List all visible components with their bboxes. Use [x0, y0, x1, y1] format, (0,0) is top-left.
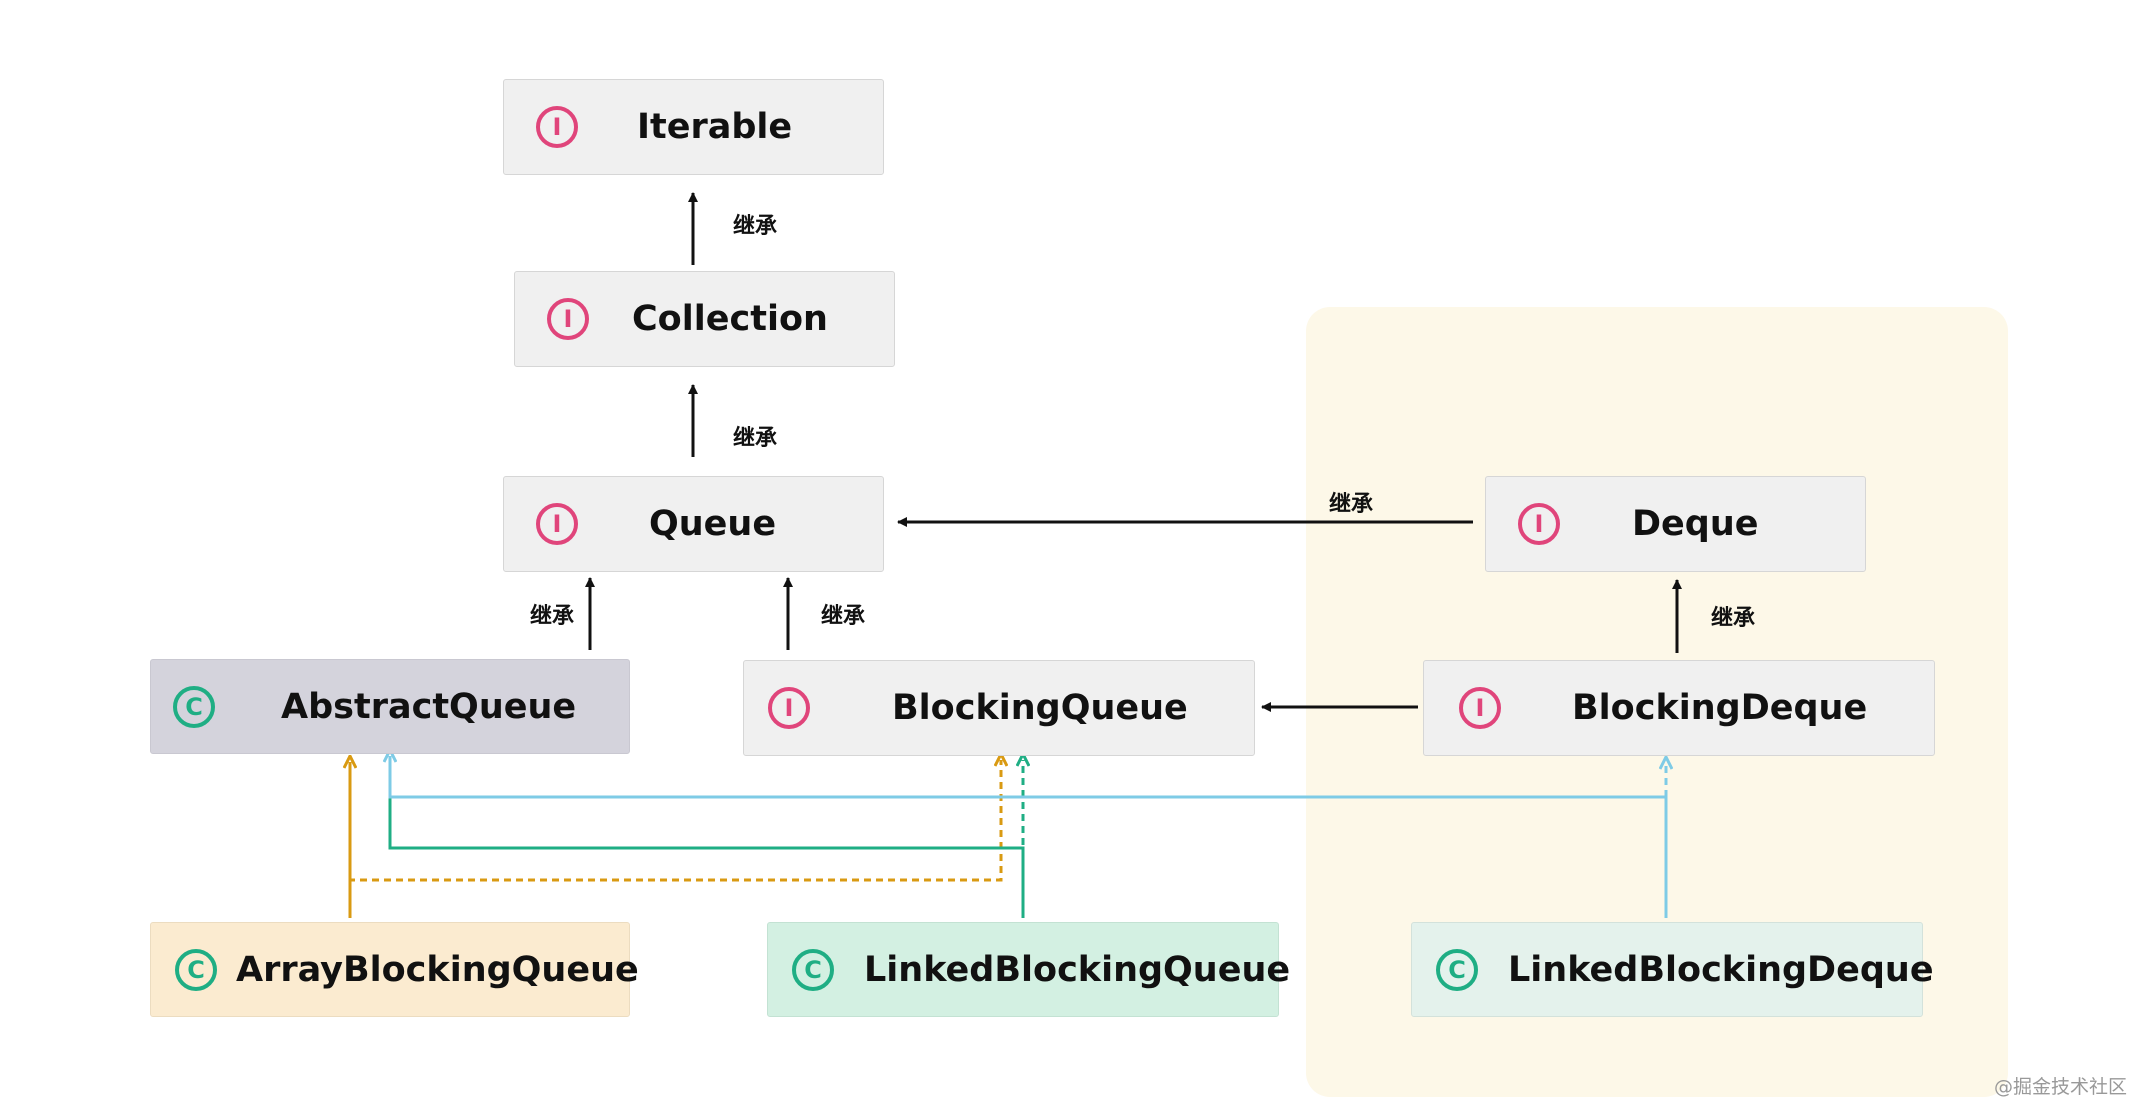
node-label-blockingqueue: BlockingQueue [892, 688, 1188, 728]
edge-label-queue-collection: 继承 [733, 426, 778, 451]
edge-label-abstractqueue-queue: 继承 [530, 604, 575, 629]
class-icon: C [792, 948, 834, 991]
node-linkedblockingqueue: C LinkedBlockingQueue [767, 922, 1290, 1017]
node-queue: I Queue [503, 476, 884, 572]
interface-icon: I [1518, 503, 1560, 545]
node-deque: I Deque [1485, 476, 1866, 572]
node-blockingqueue: I BlockingQueue [743, 660, 1255, 756]
node-label-linkedblockingqueue: LinkedBlockingQueue [864, 949, 1291, 990]
node-label-linkedblockingdeque: LinkedBlockingDeque [1508, 949, 1934, 990]
interface-icon: I [536, 106, 578, 148]
interface-icon: I [547, 298, 589, 340]
node-abstractqueue: C AbstractQueue [150, 659, 630, 754]
node-arrayblockingqueue: C ArrayBlockingQueue [150, 922, 639, 1017]
interface-icon: I [536, 503, 578, 545]
watermark: @掘金技术社区 [1994, 1076, 2128, 1098]
class-icon: C [173, 685, 215, 728]
interface-icon: I [1459, 687, 1501, 729]
node-label-iterable: Iterable [637, 107, 793, 147]
interface-icon: I [768, 687, 810, 729]
node-label-arrayblockingqueue: ArrayBlockingQueue [236, 949, 639, 990]
node-linkedblockingdeque: C LinkedBlockingDeque [1411, 922, 1934, 1017]
edge-label-blockingqueue-queue: 继承 [821, 604, 866, 629]
node-label-queue: Queue [649, 504, 777, 544]
edge-array-blockingqueue [348, 760, 1001, 918]
node-label-collection: Collection [632, 299, 828, 339]
node-collection: I Collection [514, 271, 895, 367]
node-iterable: I Iterable [503, 79, 884, 175]
edge-label-deque-queue: 继承 [1329, 492, 1374, 517]
edge-linkeddeque-abstractqueue [390, 756, 1668, 918]
edge-linkedqueue-abstractqueue [388, 797, 1025, 918]
edge-label-blockingdeque-deque: 继承 [1711, 606, 1756, 631]
node-label-abstractqueue: AbstractQueue [281, 686, 577, 727]
node-blockingdeque: I BlockingDeque [1423, 660, 1935, 756]
class-icon: C [1436, 948, 1478, 991]
node-label-blockingdeque: BlockingDeque [1572, 688, 1868, 728]
node-label-deque: Deque [1632, 504, 1759, 544]
edge-label-collection-iterable: 继承 [733, 214, 778, 239]
class-icon: C [175, 948, 217, 991]
